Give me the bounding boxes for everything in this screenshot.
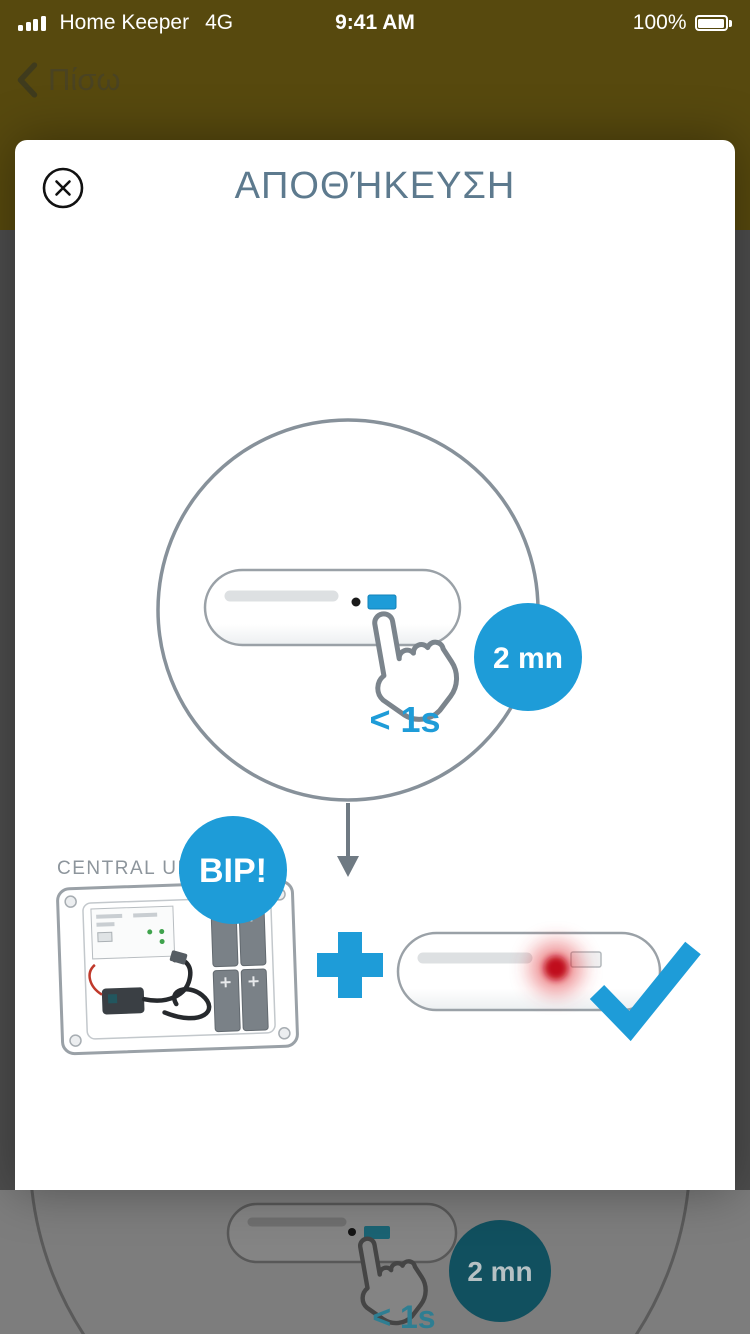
- dimmed-remote-device: [226, 1202, 458, 1264]
- storage-modal: < 1s 2 mn CENTRAL UNIT: [15, 140, 735, 1190]
- modal-header: ΑΠΟΘΉΚΕΥΣΗ: [15, 140, 735, 232]
- network-label: 4G: [205, 11, 234, 34]
- remote-device: [203, 568, 462, 647]
- pcb: [90, 905, 176, 960]
- dimmed-wait-badge: [449, 1220, 551, 1322]
- status-bar: Home Keeper 4G 9:41 AM 100%: [0, 0, 750, 46]
- battery-percent: 100%: [632, 11, 687, 34]
- press-duration-label: < 1s: [369, 699, 440, 740]
- dimmed-press-duration-label: < 1s: [372, 1299, 435, 1334]
- siren-module: [101, 987, 145, 1015]
- remote-led: [351, 597, 361, 607]
- central-unit-label: CENTRAL UNIT: [57, 858, 213, 879]
- carrier-label: Home Keeper: [59, 11, 190, 34]
- instruction-illustration: < 1s 2 mn CENTRAL UNIT: [56, 418, 701, 1056]
- dimmed-remote-button: [364, 1226, 390, 1239]
- dimmed-wait-badge-label: 2 mn: [467, 1256, 532, 1287]
- wait-badge: [474, 603, 582, 711]
- remote-button: [367, 594, 397, 610]
- back-label: Πίσω: [48, 62, 121, 97]
- page-title: ΑΠΟΘΉΚΕΥΣΗ: [234, 164, 516, 207]
- remote-device-result: [396, 931, 662, 1012]
- beep-badge-label: BIP!: [199, 852, 267, 890]
- battery-full-icon: [694, 15, 732, 31]
- dimmed-remote-led: [348, 1228, 356, 1236]
- signal-bars-icon: [18, 15, 46, 31]
- plus-icon: [317, 932, 383, 998]
- wait-badge-label: 2 mn: [493, 642, 563, 675]
- dimmed-background-page: < 1s 2 mn: [30, 1190, 690, 1334]
- close-icon: [42, 167, 84, 209]
- back-chevron-icon: [17, 62, 38, 98]
- nav-back-button: Πίσω: [14, 58, 121, 102]
- arrow-down-icon: [337, 803, 359, 877]
- beep-badge: [179, 816, 287, 924]
- close-button[interactable]: [41, 166, 85, 210]
- checkmark-icon: [589, 941, 701, 1042]
